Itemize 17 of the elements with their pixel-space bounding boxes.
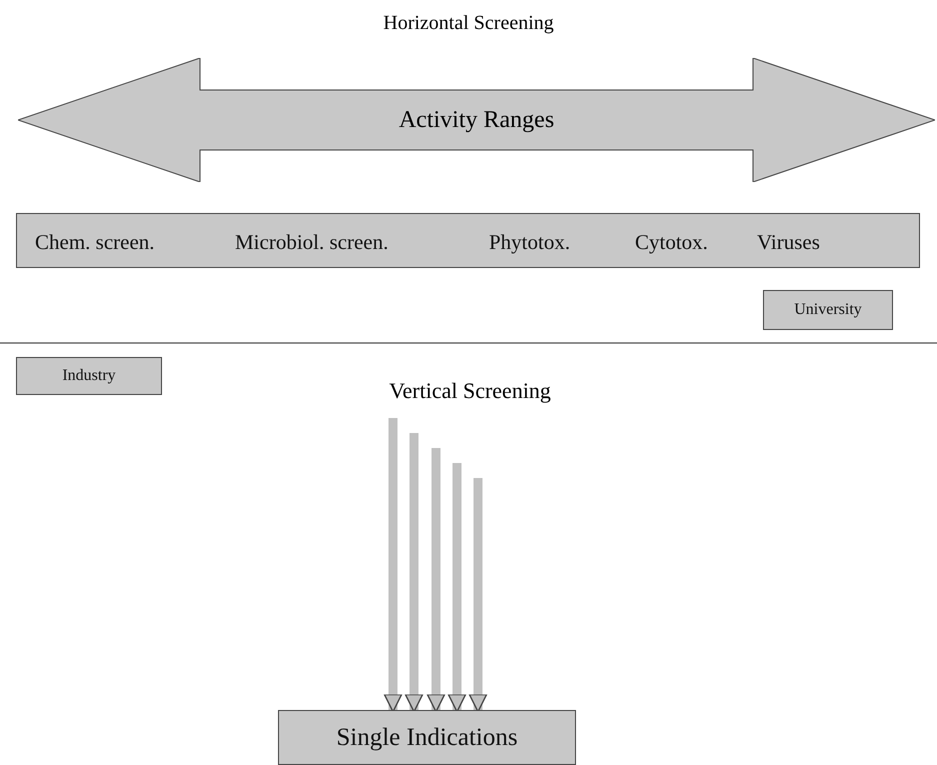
- arrow: [468, 478, 488, 712]
- category-label: Chem. screen.: [35, 228, 155, 254]
- text-box: Single Indications: [278, 710, 576, 765]
- text-box: Industry: [16, 357, 162, 395]
- category-label: Microbiol. screen.: [235, 228, 388, 254]
- arrow: [448, 463, 466, 712]
- text-box: University: [763, 290, 893, 330]
- category-bar: [16, 213, 920, 268]
- arrow: [384, 418, 402, 712]
- diagram-title: Horizontal Screening: [382, 12, 555, 35]
- arrow-label: Activity Ranges: [398, 106, 556, 135]
- category-label: Cytotox.: [635, 228, 708, 254]
- category-label: Phytotox.: [489, 228, 570, 254]
- category-label: Viruses: [757, 228, 820, 254]
- section-heading: Vertical Screening: [388, 378, 552, 404]
- arrow: [426, 448, 446, 712]
- arrow: [404, 433, 424, 712]
